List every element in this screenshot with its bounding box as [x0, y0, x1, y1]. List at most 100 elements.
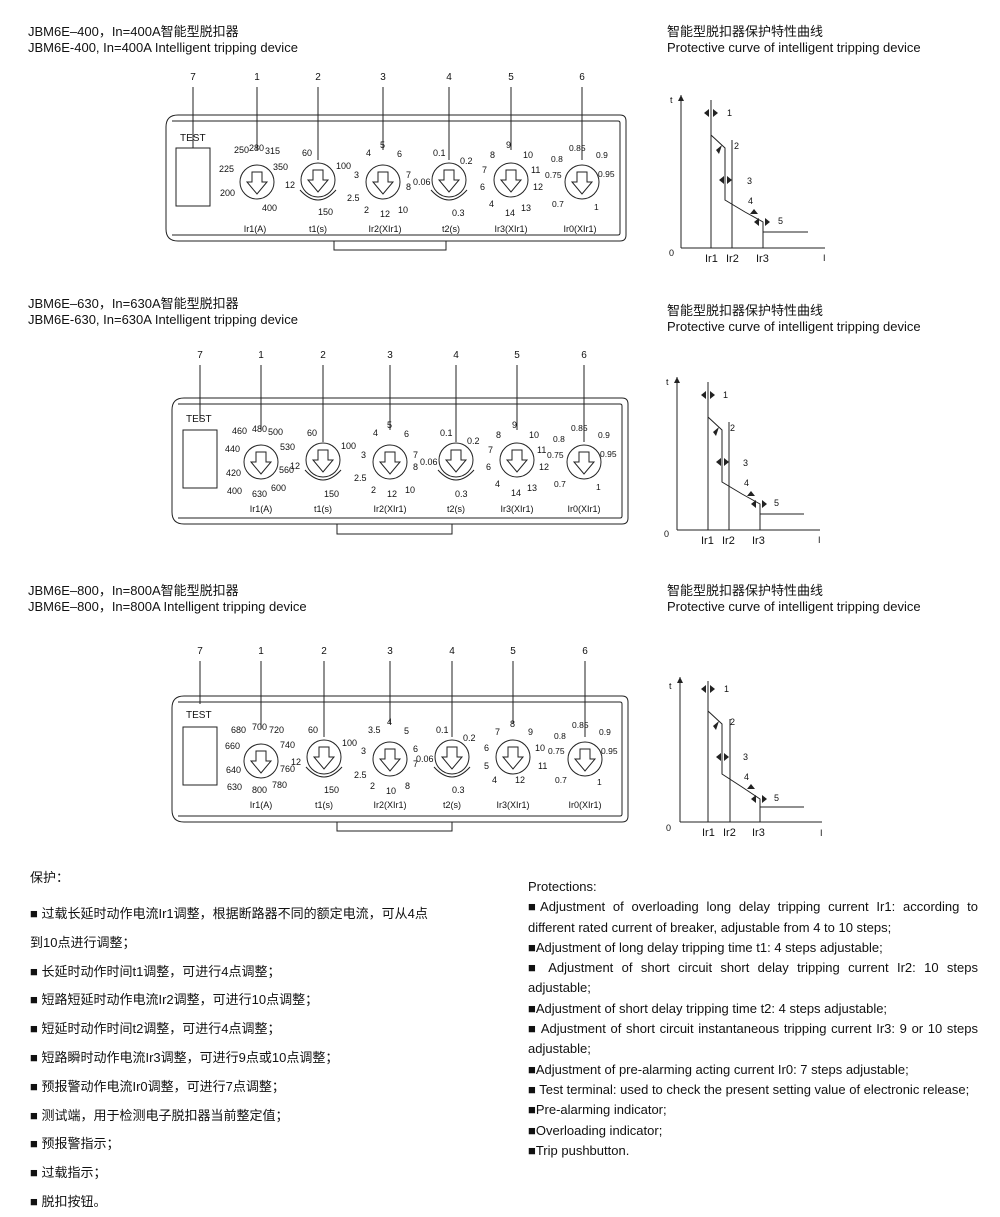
protections-en-item: ■Adjustment of short delay tripping time…: [528, 1000, 888, 1016]
svg-text:7: 7: [197, 350, 203, 361]
svg-text:0.95: 0.95: [598, 169, 615, 179]
svg-text:12: 12: [539, 462, 549, 472]
dial-ir0[interactable]: 0.85 0.8 0.9 0.75 0.95 0.7 1: [545, 143, 615, 212]
protections-en-item: ■Adjustment of overloading long delay tr…: [528, 899, 978, 935]
test-terminal[interactable]: [182, 429, 218, 489]
svg-text:12: 12: [291, 757, 301, 767]
svg-text:0.75: 0.75: [548, 746, 565, 756]
protections-en-item: ■Adjustment of pre-alarming acting curre…: [528, 1061, 909, 1077]
test-terminal[interactable]: [175, 147, 211, 207]
svg-text:13: 13: [521, 203, 531, 213]
protective-curve: t I 0 Ir1 Ir2 Ir3 1 2 3 4 5: [669, 95, 826, 265]
curve-title: 智能型脱扣器保护特性曲线 Protective curve of intelli…: [667, 583, 921, 615]
section-title: JBM6E–630，In=630A智能型脱扣器 JBM6E-630, In=63…: [28, 296, 298, 328]
svg-text:12: 12: [533, 182, 543, 192]
svg-text:t: t: [666, 377, 669, 387]
dial-t2[interactable]: 0.1 0.2 0.06 0.3: [420, 428, 480, 499]
svg-text:530: 530: [280, 442, 295, 452]
svg-text:560: 560: [279, 465, 294, 475]
protections-cn-item: ■ 预报警指示；: [30, 1136, 120, 1152]
svg-text:3: 3: [747, 176, 752, 186]
callout-lines: [192, 87, 583, 160]
dial-t2[interactable]: 0.1 0.2 0.06 0.3: [416, 725, 476, 795]
svg-text:8: 8: [510, 719, 515, 729]
svg-text:2: 2: [370, 781, 375, 791]
svg-text:1: 1: [596, 482, 601, 492]
svg-text:5: 5: [774, 793, 779, 803]
svg-text:t: t: [669, 681, 672, 691]
dial-ir0[interactable]: 0.85 0.8 0.9 0.75 0.95 0.7 1: [547, 423, 617, 492]
svg-text:6: 6: [480, 182, 485, 192]
svg-text:4: 4: [489, 199, 494, 209]
svg-text:2: 2: [321, 646, 327, 657]
dial-t1[interactable]: 60 100 12 150: [291, 725, 357, 795]
svg-text:12: 12: [387, 489, 397, 499]
svg-text:3: 3: [387, 646, 393, 657]
svg-text:8: 8: [413, 462, 418, 472]
svg-text:5: 5: [774, 498, 779, 508]
protections-en-item: ■ Adjustment of short circuit instantane…: [528, 1021, 978, 1057]
dial-ir3[interactable]: 8 9 10 7 11 6 12 4 14 13: [486, 420, 549, 498]
svg-text:10: 10: [535, 743, 545, 753]
svg-text:11: 11: [537, 445, 546, 455]
dial-ir3[interactable]: 8 9 10 7 11 6 12 4 14 13: [480, 140, 543, 218]
svg-text:4: 4: [373, 428, 378, 438]
svg-text:7: 7: [495, 727, 500, 737]
dial-ir2[interactable]: 3.5 4 5 3 6 7 2.5 2 10 8: [354, 717, 418, 796]
svg-text:13: 13: [527, 483, 537, 493]
svg-text:6: 6: [397, 149, 402, 159]
svg-text:0.2: 0.2: [467, 436, 480, 446]
svg-text:6: 6: [486, 462, 491, 472]
svg-text:100: 100: [342, 738, 357, 748]
svg-text:1: 1: [258, 350, 264, 361]
protections-cn-item: ■ 短路短延时动作电流Ir2调整，可进行10点调整；: [30, 992, 319, 1008]
dial-ir0[interactable]: 0.85 0.8 0.9 0.75 0.95 0.7 1: [548, 720, 618, 787]
test-terminal[interactable]: [182, 726, 218, 786]
protections-cn-item: ■ 长延时动作时间t1调整，可进行4点调整；: [30, 963, 281, 979]
svg-text:10: 10: [386, 786, 396, 796]
dial-ir2[interactable]: 4 5 6 3 7 8 2.5 2 12 10: [354, 420, 418, 499]
svg-text:0.3: 0.3: [452, 785, 465, 795]
svg-text:3: 3: [387, 350, 393, 361]
dial-ir1[interactable]: 460 480 500 440 530 420 560 400 630 600: [225, 424, 295, 499]
svg-text:4: 4: [449, 646, 455, 657]
svg-text:660: 660: [225, 741, 240, 751]
svg-text:0.9: 0.9: [596, 150, 608, 160]
svg-text:1: 1: [258, 646, 264, 657]
panel-diagram: 7 1 2 3 4 5 6 TEST 460 480: [171, 350, 629, 535]
svg-text:60: 60: [307, 428, 317, 438]
svg-text:480: 480: [252, 424, 267, 434]
svg-text:6: 6: [582, 646, 588, 657]
dial-t1[interactable]: 60 100 12 150: [290, 428, 356, 499]
svg-text:4: 4: [453, 350, 459, 361]
curve-title-en: Protective curve of intelligent tripping…: [667, 40, 921, 55]
svg-text:2.5: 2.5: [354, 770, 367, 780]
dial-t1[interactable]: 60 100 12 150: [285, 148, 351, 217]
svg-text:Ir1(A): Ir1(A): [250, 504, 273, 514]
dial-ir3[interactable]: 7 8 9 6 10 5 11 4 12: [484, 719, 547, 785]
dial-ir1[interactable]: 250 280 315 225 350 200 400: [219, 143, 288, 213]
dial-ir1[interactable]: 680 700 720 660 740 640 760 630 800 780: [225, 722, 295, 795]
svg-text:0.8: 0.8: [553, 434, 565, 444]
dial-ir2[interactable]: 4 5 6 3 7 8 2.5 2 12 10: [347, 140, 411, 219]
svg-text:9: 9: [506, 140, 511, 150]
section-title: JBM6E–400，In=400A智能型脱扣器 JBM6E-400, In=40…: [28, 24, 298, 56]
dial-t2[interactable]: 0.1 0.2 0.06 0.3: [413, 148, 473, 218]
svg-text:5: 5: [387, 420, 392, 430]
svg-text:TEST: TEST: [186, 414, 212, 425]
svg-text:2.5: 2.5: [347, 193, 360, 203]
svg-text:Ir3: Ir3: [752, 535, 765, 547]
svg-text:0.85: 0.85: [571, 423, 588, 433]
svg-text:0: 0: [666, 823, 671, 833]
svg-text:0.8: 0.8: [554, 731, 566, 741]
callout-6: 6: [579, 72, 585, 83]
title-cn: JBM6E–630，In=630A智能型脱扣器: [28, 296, 239, 311]
svg-text:0.06: 0.06: [416, 754, 434, 764]
protections-cn-item: ■ 短路瞬时动作电流Ir3调整，可进行9点或10点调整；: [30, 1049, 339, 1065]
svg-text:7: 7: [413, 759, 418, 769]
svg-text:t2(s): t2(s): [442, 224, 460, 234]
svg-text:4: 4: [387, 717, 392, 727]
protections-cn-item: ■ 预报警动作电流Ir0调整，可进行7点调整；: [30, 1078, 285, 1094]
svg-text:1: 1: [727, 108, 732, 118]
svg-text:Ir2(XIr1): Ir2(XIr1): [368, 224, 401, 234]
